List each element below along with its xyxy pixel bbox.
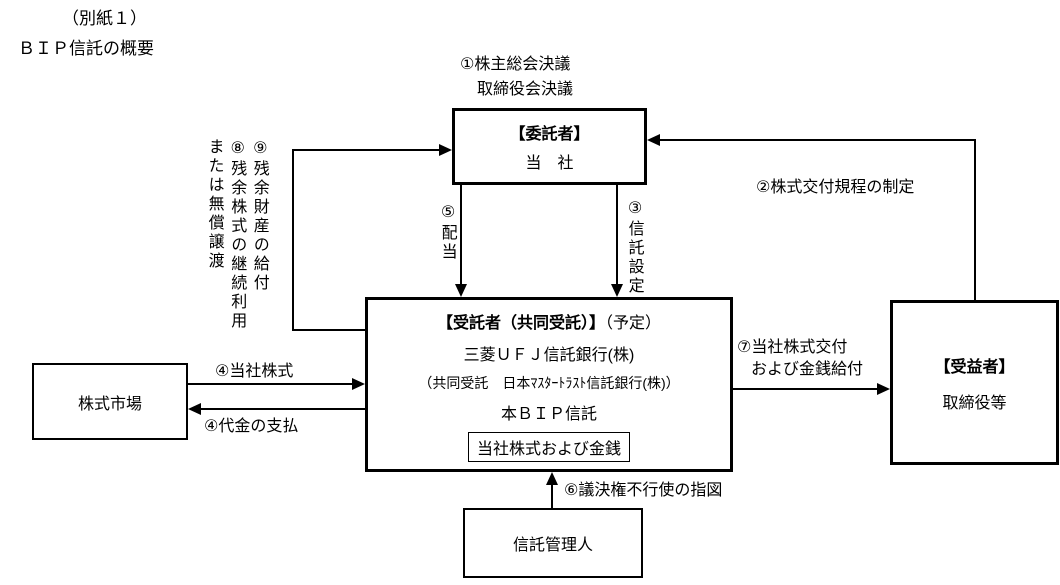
trust-administrator-label: 信託管理人: [512, 537, 593, 554]
label-delivery-line1: ⑦当社株式交付: [737, 339, 848, 356]
consignor-body: 当 社: [525, 155, 574, 172]
consignor-box: 【委託者】 当 社: [452, 108, 647, 185]
connector-regulation-vertical: [974, 139, 976, 300]
trustee-bank: 三菱ＵＦＪ信託銀行(株): [463, 346, 635, 364]
consignor-note-line2: 取締役会決議: [477, 81, 574, 98]
label-voting: ⑥議決権不行使の指図: [564, 482, 723, 499]
connector-voting: [551, 484, 553, 508]
label-residual-wrap: または無償譲渡: [205, 138, 223, 271]
label-payment: ④代金の支払: [204, 418, 299, 435]
beneficiary-heading: 【受益者】: [934, 358, 1015, 376]
trustee-co-trustee: （共同受託 日本ﾏｽﾀｰﾄﾗｽﾄ信託銀行(株)）: [418, 374, 680, 391]
page-annotation: （別紙１）: [62, 9, 147, 28]
connector-regulation-horizontal: [659, 139, 976, 141]
label-shares-in: ④当社株式: [215, 363, 294, 380]
connector-residual-vertical: [292, 149, 294, 331]
label-residual-assets: ⑨残余財産の給付: [250, 138, 268, 293]
connector-residual-bottom: [292, 329, 366, 331]
arrowhead-delivery-right: [877, 383, 890, 395]
arrowhead-residual-right: [439, 144, 452, 156]
arrowhead-regulation-left: [647, 134, 660, 146]
connector-residual-top: [292, 149, 440, 151]
consignor-heading: 【委託者】: [509, 126, 590, 143]
label-delivery: ⑦当社株式交付 および金銭給付: [737, 337, 863, 382]
connector-trust-setting: [616, 185, 618, 285]
trustee-holdings-box: 当社株式および金銭: [467, 432, 630, 462]
consignor-note-line1: ①株主総会決議: [460, 56, 571, 73]
stock-market-box: 株式市場: [32, 363, 188, 440]
arrowhead-dividend-down: [455, 284, 467, 297]
connector-shares-in: [188, 383, 352, 385]
stock-market-label: 株式市場: [77, 395, 142, 413]
trustee-heading: 【受託者（共同受託）】（予定）: [437, 309, 661, 333]
label-residual-shares: ⑧残余株式の継続利用: [228, 138, 246, 331]
connector-dividend: [460, 185, 462, 285]
arrowhead-voting-up: [546, 472, 558, 485]
trustee-box: 【受託者（共同受託）】（予定） 三菱ＵＦＪ信託銀行(株) （共同受託 日本ﾏｽﾀ…: [365, 297, 733, 472]
connector-payment: [201, 408, 365, 410]
arrowhead-trust-setting-down: [611, 284, 623, 297]
trustee-heading-main: 【受託者（共同受託）】: [436, 315, 605, 332]
trustee-trust-name: 本ＢＩＰ信託: [500, 406, 597, 424]
beneficiary-body: 取締役等: [942, 394, 1007, 412]
trustee-heading-suffix: （予定）: [605, 315, 662, 332]
page-title: ＢＩＰ信託の概要: [18, 39, 154, 58]
label-residual-group: または無償譲渡 ⑧残余株式の継続利用 ⑨残余財産の給付: [203, 138, 270, 331]
label-delivery-line2: および金銭給付: [751, 361, 864, 379]
arrowhead-payment-left: [188, 403, 201, 415]
trust-administrator-box: 信託管理人: [463, 508, 643, 578]
label-trust-setting: ③信託設定: [625, 198, 643, 296]
beneficiary-box: 【受益者】 取締役等: [890, 300, 1059, 465]
label-dividend: ⑤配当: [438, 202, 456, 262]
arrowhead-shares-in-right: [352, 378, 365, 390]
connector-delivery: [733, 388, 877, 390]
label-regulation: ②株式交付規程の制定: [756, 179, 915, 196]
